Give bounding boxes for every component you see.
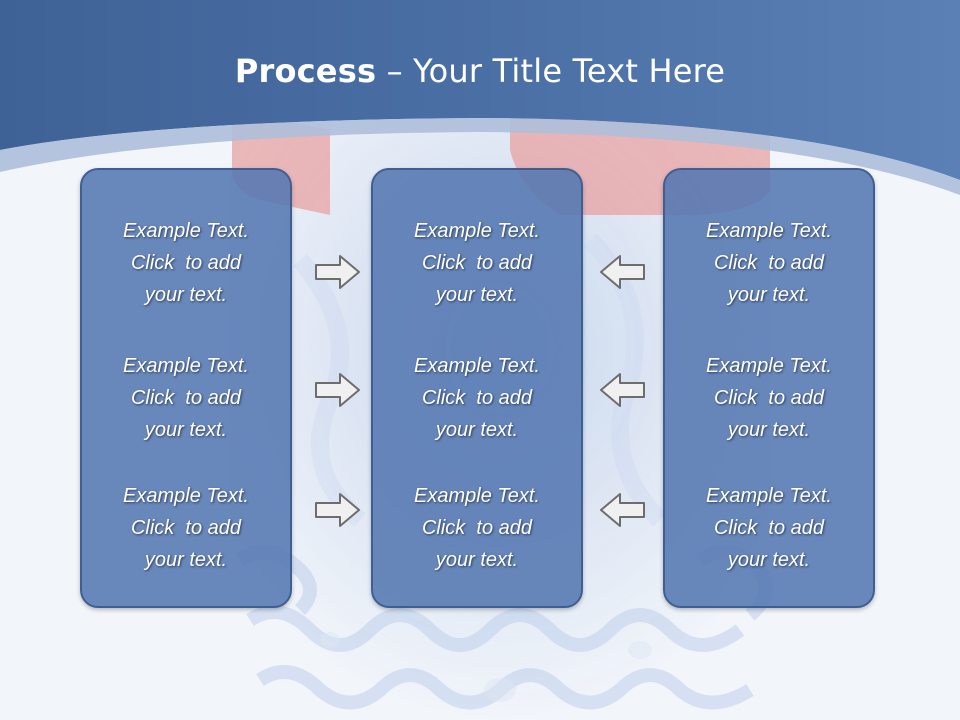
text-line: your text.	[144, 419, 228, 441]
text-line: Example Text.	[123, 355, 249, 377]
text-line: Example Text.	[414, 220, 540, 242]
text-line: your text.	[144, 284, 228, 306]
left-arrow-icon[interactable]	[598, 370, 646, 410]
text-block[interactable]: Example Text. Click to add your text.	[82, 480, 290, 576]
text-line: Example Text.	[414, 355, 540, 377]
text-line: your text.	[144, 549, 228, 571]
title-bold-part: Process	[234, 52, 377, 90]
text-block[interactable]: Example Text. Click to add your text.	[373, 480, 581, 576]
text-line: Example Text.	[706, 355, 832, 377]
text-block[interactable]: Example Text. Click to add your text.	[373, 215, 581, 311]
header-band	[0, 0, 960, 180]
text-line: Example Text.	[414, 485, 540, 507]
text-block[interactable]: Example Text. Click to add your text.	[82, 350, 290, 446]
text-line: Example Text.	[123, 485, 249, 507]
text-line: Example Text.	[123, 220, 249, 242]
right-text-panel[interactable]: Example Text. Click to add your text. Ex…	[663, 168, 875, 608]
text-line: your text.	[727, 549, 811, 571]
center-text-panel[interactable]: Example Text. Click to add your text. Ex…	[371, 168, 583, 608]
text-line: Click to add	[421, 517, 533, 539]
text-line: your text.	[727, 419, 811, 441]
text-line: Click to add	[130, 252, 242, 274]
text-block[interactable]: Example Text. Click to add your text.	[373, 350, 581, 446]
right-arrow-icon[interactable]	[314, 252, 362, 292]
text-line: Click to add	[421, 252, 533, 274]
text-line: Click to add	[130, 387, 242, 409]
text-block[interactable]: Example Text. Click to add your text.	[665, 480, 873, 576]
text-line: Click to add	[130, 517, 242, 539]
text-line: Click to add	[713, 517, 825, 539]
text-block[interactable]: Example Text. Click to add your text.	[82, 215, 290, 311]
left-text-panel[interactable]: Example Text. Click to add your text. Ex…	[80, 168, 292, 608]
right-arrow-icon[interactable]	[314, 490, 362, 530]
text-line: your text.	[435, 549, 519, 571]
text-line: Click to add	[713, 252, 825, 274]
text-line: Example Text.	[706, 220, 832, 242]
right-arrow-icon[interactable]	[314, 370, 362, 410]
text-line: your text.	[727, 284, 811, 306]
text-line: Example Text.	[706, 485, 832, 507]
text-line: your text.	[435, 284, 519, 306]
left-arrow-icon[interactable]	[598, 490, 646, 530]
text-line: Click to add	[713, 387, 825, 409]
text-line: your text.	[435, 419, 519, 441]
text-block[interactable]: Example Text. Click to add your text.	[665, 350, 873, 446]
header-arc	[0, 118, 960, 195]
title-rest-part: – Your Title Text Here	[376, 52, 726, 90]
text-line: Click to add	[421, 387, 533, 409]
left-arrow-icon[interactable]	[598, 252, 646, 292]
text-block[interactable]: Example Text. Click to add your text.	[665, 215, 873, 311]
slide-title[interactable]: Process – Your Title Text Here	[0, 52, 960, 90]
